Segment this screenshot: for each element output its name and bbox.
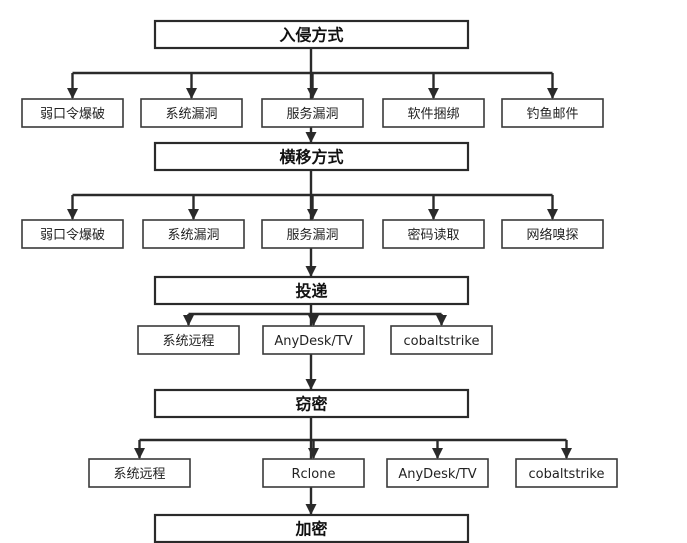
stage-exfiltration-box xyxy=(153,388,470,419)
method-exfiltration-1: Rclone xyxy=(262,458,365,488)
stage-intrusion-box xyxy=(153,19,470,50)
method-exfiltration-2-label: AnyDesk/TV xyxy=(398,467,476,482)
trunk-arrow-to-exfiltration xyxy=(305,379,317,390)
method-lateral-0: 弱口令爆破 xyxy=(21,219,124,249)
branch-arrow-delivery-2 xyxy=(436,315,447,326)
connectors xyxy=(67,48,572,515)
stage-encryption-title: 加密 xyxy=(294,520,327,539)
branch-arrow-intrusion-3 xyxy=(428,88,439,99)
method-intrusion-0-box xyxy=(21,98,124,128)
method-delivery-2: cobaltstrike xyxy=(390,325,493,355)
method-lateral-4: 网络嗅探 xyxy=(501,219,604,249)
branch-arrow-intrusion-2 xyxy=(307,88,318,99)
method-delivery-1-box xyxy=(262,325,365,355)
stage-delivery-box xyxy=(153,275,470,306)
method-lateral-4-label: 网络嗅探 xyxy=(526,227,578,243)
branch-arrow-lateral-3 xyxy=(428,209,439,220)
method-intrusion-1-label: 系统漏洞 xyxy=(165,106,217,122)
method-lateral-0-label: 弱口令爆破 xyxy=(40,228,105,243)
method-lateral-1-label: 系统漏洞 xyxy=(167,227,219,243)
branch-arrow-intrusion-0 xyxy=(67,88,78,99)
branch-arrow-lateral-4 xyxy=(547,209,558,220)
method-exfiltration-3-box xyxy=(515,458,618,488)
method-intrusion-3-label: 软件捆绑 xyxy=(407,107,459,122)
branch-arrow-intrusion-4 xyxy=(547,88,558,99)
stage-lateral-title: 横移方式 xyxy=(279,148,343,167)
method-exfiltration-2: AnyDesk/TV xyxy=(386,458,489,488)
method-exfiltration-3: cobaltstrike xyxy=(515,458,618,488)
stage-exfiltration-title: 窃密 xyxy=(295,395,327,414)
trunk-arrow-to-lateral xyxy=(305,132,317,143)
stage-intrusion: 入侵方式 xyxy=(153,19,470,50)
method-delivery-2-box xyxy=(390,325,493,355)
method-lateral-1: 系统漏洞 xyxy=(142,219,245,249)
stage-exfiltration: 窃密 xyxy=(153,388,470,419)
branch-arrow-exfiltration-1 xyxy=(308,448,319,459)
branch-arrow-delivery-1 xyxy=(308,315,319,326)
method-delivery-2-label: cobaltstrike xyxy=(404,334,480,349)
method-lateral-2-label: 服务漏洞 xyxy=(286,227,338,243)
stage-delivery: 投递 xyxy=(153,275,470,306)
method-delivery-0: 系统远程 xyxy=(137,325,240,355)
branch-arrow-delivery-0 xyxy=(183,315,194,326)
method-intrusion-0: 弱口令爆破 xyxy=(21,98,124,128)
method-intrusion-1: 系统漏洞 xyxy=(140,98,243,128)
method-exfiltration-1-label: Rclone xyxy=(292,467,336,482)
method-intrusion-1-box xyxy=(140,98,243,128)
stage-encryption: 加密 xyxy=(153,513,470,543)
method-intrusion-4-box xyxy=(501,98,604,128)
branch-arrow-lateral-2 xyxy=(307,209,318,220)
stage-lateral: 横移方式 xyxy=(153,141,470,172)
method-lateral-2: 服务漏洞 xyxy=(261,219,364,249)
method-intrusion-3: 软件捆绑 xyxy=(382,98,485,128)
method-lateral-0-box xyxy=(21,219,124,249)
method-intrusion-3-box xyxy=(382,98,485,128)
method-exfiltration-1-box xyxy=(262,458,365,488)
method-lateral-3-box xyxy=(382,219,485,249)
method-exfiltration-0-box xyxy=(88,458,191,488)
method-lateral-3-label: 密码读取 xyxy=(407,227,459,243)
stage-lateral-box xyxy=(153,141,470,172)
method-delivery-0-label: 系统远程 xyxy=(162,334,214,349)
method-delivery-1-label: AnyDesk/TV xyxy=(274,334,352,349)
trunk-arrow-to-encryption xyxy=(305,504,317,515)
method-delivery-1: AnyDesk/TV xyxy=(262,325,365,355)
nodes: 入侵方式弱口令爆破系统漏洞服务漏洞软件捆绑钓鱼邮件横移方式弱口令爆破系统漏洞服务… xyxy=(21,19,618,543)
stage-delivery-title: 投递 xyxy=(295,282,327,301)
method-delivery-0-box xyxy=(137,325,240,355)
method-lateral-4-box xyxy=(501,219,604,249)
method-intrusion-2-box xyxy=(261,98,364,128)
method-lateral-2-box xyxy=(261,219,364,249)
method-intrusion-0-label: 弱口令爆破 xyxy=(40,107,105,122)
branch-arrow-exfiltration-0 xyxy=(134,448,145,459)
method-exfiltration-3-label: cobaltstrike xyxy=(529,467,605,482)
method-intrusion-4: 钓鱼邮件 xyxy=(501,98,604,128)
trunk-arrow-to-delivery xyxy=(305,266,317,277)
method-intrusion-2-label: 服务漏洞 xyxy=(286,106,338,122)
method-exfiltration-0: 系统远程 xyxy=(88,458,191,488)
branch-arrow-lateral-0 xyxy=(67,209,78,220)
method-lateral-1-box xyxy=(142,219,245,249)
branch-arrow-lateral-1 xyxy=(188,209,199,220)
method-exfiltration-0-label: 系统远程 xyxy=(113,467,165,482)
method-intrusion-2: 服务漏洞 xyxy=(261,98,364,128)
method-lateral-3: 密码读取 xyxy=(382,219,485,249)
branch-arrow-intrusion-1 xyxy=(186,88,197,99)
stage-intrusion-title: 入侵方式 xyxy=(279,26,343,45)
branch-arrow-exfiltration-2 xyxy=(432,448,443,459)
branch-arrow-exfiltration-3 xyxy=(561,448,572,459)
stage-encryption-box xyxy=(153,513,470,543)
method-intrusion-4-label: 钓鱼邮件 xyxy=(526,106,578,122)
method-exfiltration-2-box xyxy=(386,458,489,488)
